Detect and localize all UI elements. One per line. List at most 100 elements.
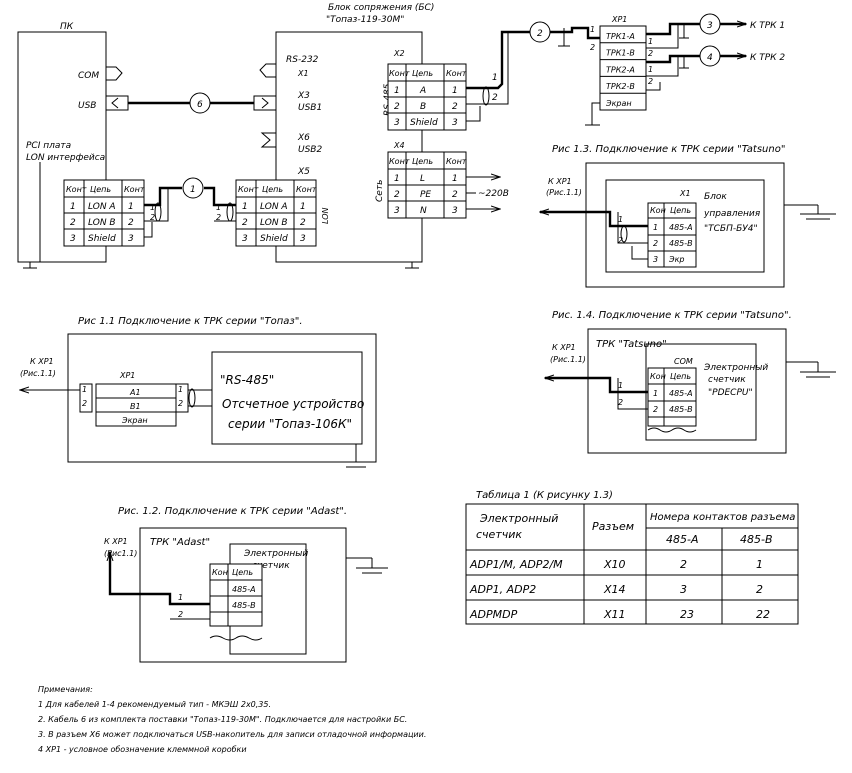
svg-text:X1: X1 [679,189,691,198]
svg-text:Конт: Конт [446,69,467,78]
table1-cell-conn: X10 [603,558,626,571]
pc-title: ПК [60,22,74,32]
fig12-row-label: 485-B [232,601,256,610]
x2-row-circuit: Shield [410,118,438,128]
svg-text:1: 1 [590,25,595,34]
svg-text:RS-232: RS-232 [286,55,319,65]
svg-text:К XP1: К XP1 [552,343,576,352]
pc-row-cont2: 2 [128,218,134,228]
pc-hdr-circuit: Цепь [90,185,111,194]
x2-row-cont2: 1 [452,86,458,96]
x4-row-cont: 3 [394,206,400,216]
pc-block: ПК COM USB PCI плата LON интерфейса [17,22,129,269]
x4-row-cont: 1 [394,174,400,184]
svg-text:Конт: Конт [238,185,259,194]
pc-row-cont: 2 [70,218,76,228]
svg-text:XP1: XP1 [119,371,135,380]
svg-text:счетчик: счетчик [252,561,290,571]
x4-row-circuit: PE [420,190,431,200]
fig11-row-label: Экран [121,416,148,425]
note-4: 4 XP1 - условное обозначение клеммной ко… [38,745,247,754]
x5-row-cont2: 3 [300,234,306,244]
svg-text:1: 1 [178,385,183,394]
usb-port-icon [105,95,129,111]
table1-cell-conn: X11 [603,608,626,621]
notes: Примечания: 1 Для кабелей 1-4 рекомендуе… [38,682,426,757]
svg-text:"ТСБП-БУ4": "ТСБП-БУ4" [704,224,758,234]
svg-text:1: 1 [648,65,653,74]
pci-label-1: PCI плата [26,141,71,151]
svg-text:2: 2 [82,399,87,408]
x5-row-cont: 2 [242,218,248,228]
fig13-caption: Рис 1.3. Подключение к ТРК серии "Tatsun… [552,144,785,155]
svg-text:X3: X3 [297,91,310,101]
svg-text:1: 1 [618,381,623,390]
svg-text:Отсчетное устройство: Отсчетное устройство [222,397,364,411]
table1-cell-b: 22 [756,608,770,621]
fig-1-4: Рис. 1.4. Подключение к ТРК серии "Tatsu… [545,310,836,454]
svg-text:USB1: USB1 [298,103,322,113]
x2-row-circuit: B [420,102,426,112]
svg-text:счетчик: счетчик [708,375,746,385]
svg-text:Электронный: Электронный [243,549,308,559]
svg-text:1: 1 [216,203,221,212]
x4-row-cont: 2 [394,190,400,200]
x2-row-cont: 1 [394,86,400,96]
svg-text:Конт: Конт [389,157,410,166]
table1-cell-meter: ADP1, ADP2 [469,583,536,596]
svg-text:4: 4 [707,53,713,63]
table1-cell-meter: ADPMDP [469,608,518,621]
svg-text:2: 2 [590,43,595,52]
svg-text:1: 1 [82,385,87,394]
svg-text:1: 1 [648,37,653,46]
table1-caption: Таблица 1 (К рисунку 1.3) [476,489,613,501]
x4-row-circuit: L [420,174,425,184]
fig-1-2: Рис. 1.2. Подключение к ТРК серии "Adast… [104,506,388,663]
svg-text:Электронный: Электронный [703,363,768,373]
fig11-row-label: A1 [129,388,141,397]
usb1-port-icon [253,95,277,111]
x2-row-cont: 3 [394,118,400,128]
svg-text:К XP1: К XP1 [548,177,572,186]
pc-row-cont: 1 [70,202,76,212]
svg-text:К XP1: К XP1 [104,537,128,546]
svg-text:Конт: Конт [389,69,410,78]
fig11-row-label: B1 [130,402,141,411]
svg-text:"RS-485": "RS-485" [220,373,274,387]
svg-text:Цепь: Цепь [670,206,691,215]
svg-text:6: 6 [197,100,203,110]
bs-title-2: "Топаз-119-30М" [326,15,404,25]
x5-row-cont2: 1 [300,202,306,212]
table1-cell-b: 1 [756,558,763,571]
x4-row-cont2: 3 [452,206,458,216]
svg-text:X5: X5 [297,167,310,177]
x2-row-cont2: 3 [452,118,458,128]
svg-text:(Рис.1.1): (Рис.1.1) [550,355,586,364]
fig13-row-cont: 2 [653,239,658,248]
x2-row-cont: 2 [394,102,400,112]
fig12-caption: Рис. 1.2. Подключение к ТРК серии "Adast… [118,506,347,517]
to-trk2: К ТРК 2 [750,53,785,63]
x4-row-cont2: 1 [452,174,458,184]
pc-usb-label: USB [78,101,96,111]
pc-row-circuit: LON A [88,202,116,212]
svg-text:USB2: USB2 [298,145,322,155]
svg-text:2: 2 [648,77,653,86]
to-trk1: К ТРК 1 [750,21,785,31]
svg-text:1: 1 [618,215,623,224]
xp1-row-label: ТРК1-A [606,32,635,41]
svg-text:XP1: XP1 [611,15,627,24]
svg-text:1: 1 [150,203,155,212]
note-1: 1 Для кабелей 1-4 рекомендуемый тип - МК… [38,700,272,709]
fig12-row-label: 485-A [232,585,256,594]
svg-text:Электронный: Электронный [479,512,558,525]
x5-row-circuit: Shield [260,234,288,244]
bs-title-1: Блок сопряжения (БС) [328,3,434,13]
rs232-port-icon [259,63,276,78]
table1-cell-a: 3 [680,583,687,596]
svg-text:управления: управления [703,209,761,219]
